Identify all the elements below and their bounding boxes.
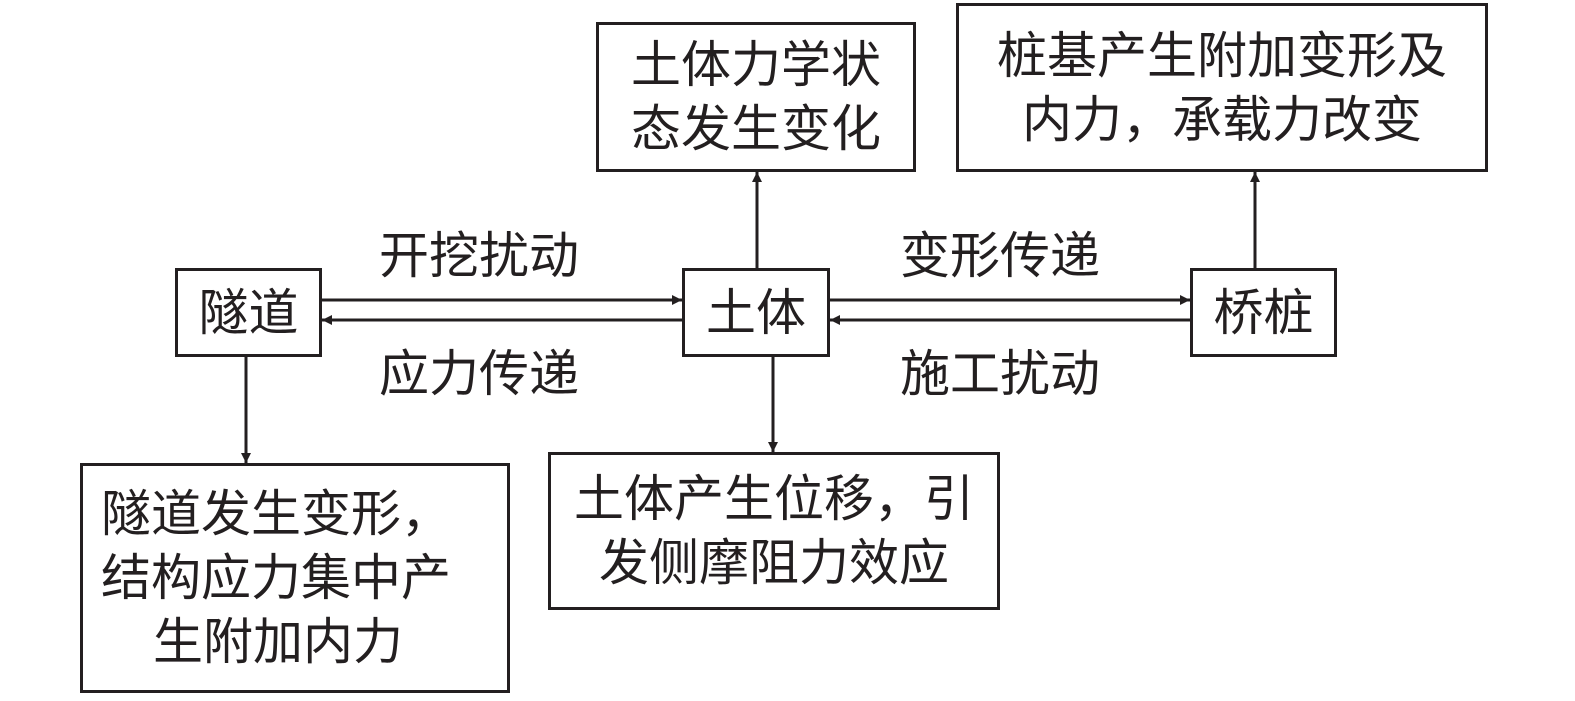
pile-effect-line-1: 桩基产生附加变形及 <box>997 26 1447 85</box>
construction-disturbance-label: 施工扰动 <box>900 345 1100 403</box>
soil-displacement-line-2: 发侧摩阻力效应 <box>599 534 949 592</box>
pile-label: 桥桩 <box>1213 283 1314 342</box>
pile-node: 桥桩 <box>1190 268 1337 357</box>
stress-transfer-label: 应力传递 <box>379 345 579 403</box>
soil-state-node: 土体力学状 态发生变化 <box>596 22 916 172</box>
soil-displacement-node: 土体产生位移，引 发侧摩阻力效应 <box>548 452 1000 610</box>
deformation-transfer-label: 变形传递 <box>900 227 1100 285</box>
soil-node: 土体 <box>682 268 830 357</box>
tunnel-effect-node: 隧道发生变形， 结构应力集中产 生附加内力 <box>80 463 510 693</box>
soil-label: 土体 <box>706 283 806 342</box>
tunnel-effect-line-2: 结构应力集中产 <box>101 549 451 607</box>
pile-effect-line-2: 内力，承载力改变 <box>1022 90 1422 149</box>
tunnel-label: 隧道 <box>198 283 299 342</box>
excavation-disturbance-label: 开挖扰动 <box>379 227 579 285</box>
pile-effect-node: 桩基产生附加变形及 内力，承载力改变 <box>956 3 1488 172</box>
soil-state-line-2: 态发生变化 <box>631 100 881 158</box>
soil-state-line-1: 土体力学状 <box>631 36 881 94</box>
tunnel-effect-line-3: 生附加内力 <box>153 613 403 671</box>
tunnel-effect-line-1: 隧道发生变形， <box>101 485 451 543</box>
tunnel-node: 隧道 <box>175 268 322 357</box>
soil-displacement-line-1: 土体产生位移，引 <box>574 470 974 528</box>
